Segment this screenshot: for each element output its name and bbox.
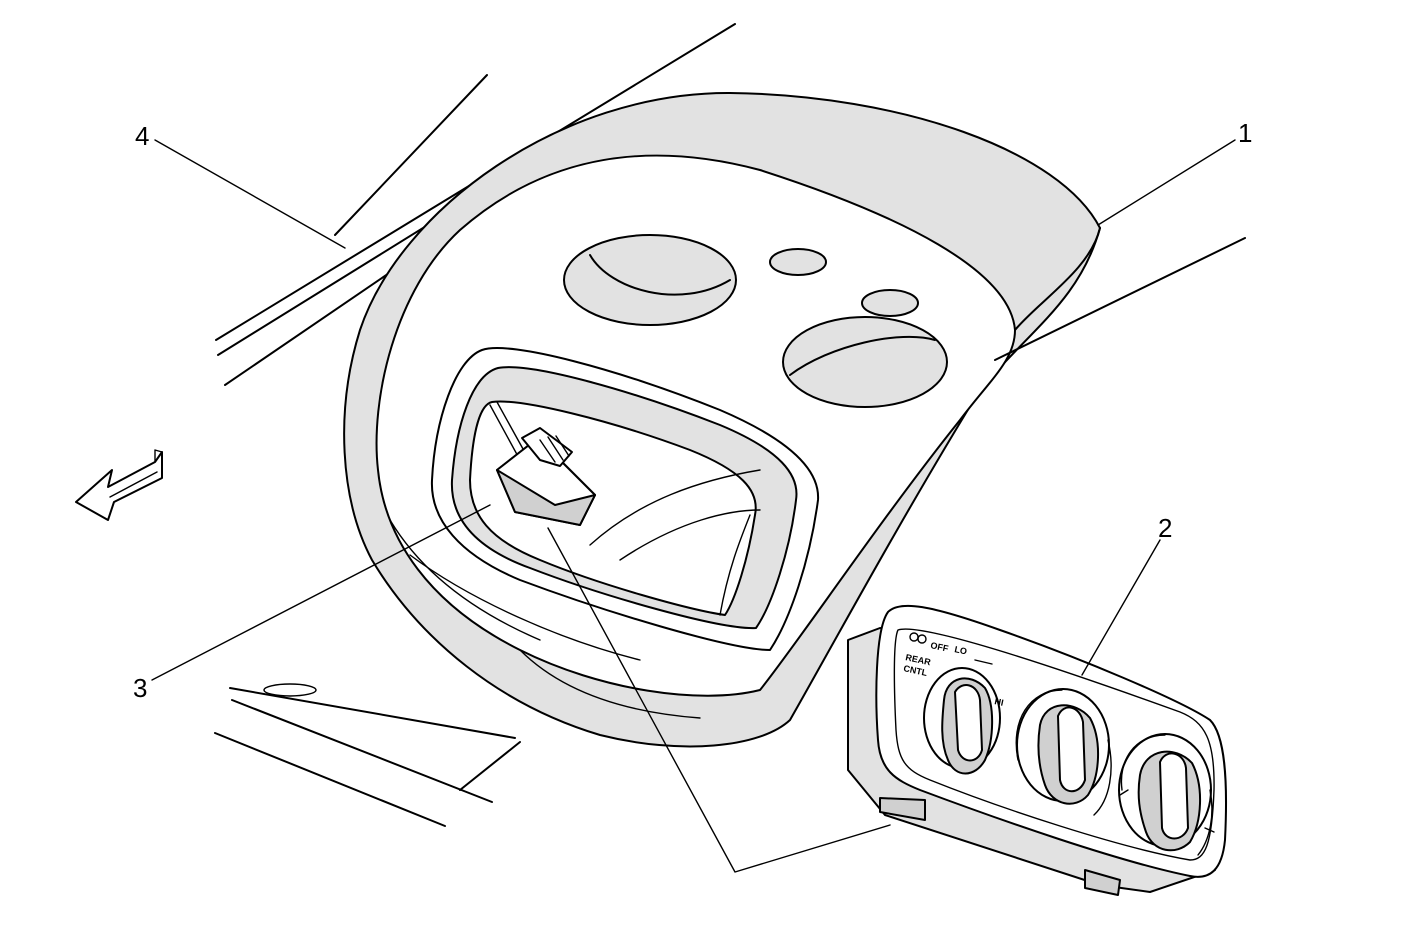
lamp-lens-outline <box>263 683 317 697</box>
leader-lines <box>151 139 1236 873</box>
callout-1: 1 <box>1238 118 1252 148</box>
electrical-connector <box>496 427 596 526</box>
callout-3: 3 <box>133 673 147 703</box>
rear-label-line2: CNTL <box>903 663 929 678</box>
fan-icon <box>909 632 927 644</box>
leader-1 <box>1097 139 1236 226</box>
callout-4: 4 <box>135 121 149 151</box>
leader-4 <box>154 139 346 249</box>
callout-2: 2 <box>1158 513 1172 543</box>
leader-3 <box>151 504 491 681</box>
forward-direction-arrow-icon <box>75 449 163 521</box>
reading-lamp-right <box>782 316 948 408</box>
leader-2 <box>1081 539 1161 676</box>
reading-lamps <box>563 234 948 408</box>
leader-connector-to-control <box>547 527 891 873</box>
blower-control-assembly: REAR CNTL OFF LO HI <box>847 604 1228 896</box>
hi-label: HI <box>994 696 1005 708</box>
off-label: OFF <box>930 640 950 654</box>
lamp-button-upper <box>769 248 827 276</box>
roof-panel-lines <box>214 683 521 827</box>
reading-lamp-left <box>563 234 737 326</box>
lo-label: LO <box>954 644 968 656</box>
lamp-button-lower <box>861 289 919 317</box>
